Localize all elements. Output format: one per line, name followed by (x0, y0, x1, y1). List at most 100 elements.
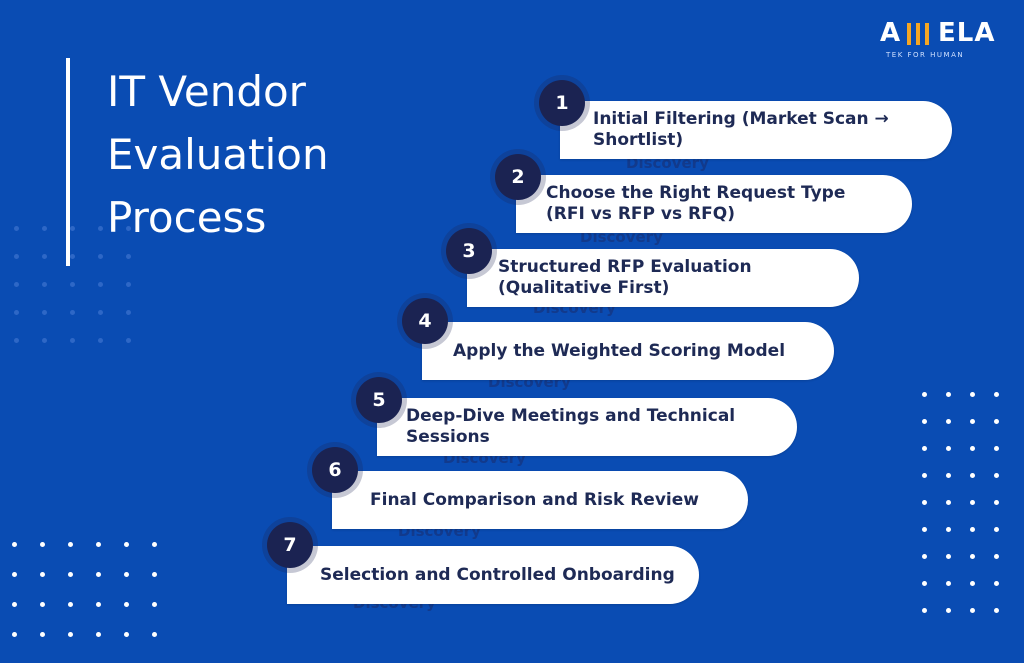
step-title-line-2: Shortlist) (593, 130, 684, 150)
dot (14, 282, 19, 287)
step-card: Selection and Controlled Onboarding (287, 546, 699, 604)
dot (68, 632, 73, 637)
dot (70, 338, 75, 343)
step-text: Deep-Dive Meetings and Technical Session… (377, 406, 735, 448)
dot (14, 226, 19, 231)
title-line-3: Process (107, 193, 267, 242)
dot (152, 632, 157, 637)
logo-letters-ela: ELA (938, 18, 996, 48)
dot (994, 392, 999, 397)
amela-logo: A ELA TEK FOR HUMAN (880, 18, 1000, 62)
dot (40, 572, 45, 577)
step-text: Final Comparison and Risk Review (332, 490, 699, 511)
logo-tagline: TEK FOR HUMAN (886, 51, 965, 59)
dot (994, 419, 999, 424)
dot (42, 226, 47, 231)
dot (946, 446, 951, 451)
dot (124, 602, 129, 607)
dot (946, 581, 951, 586)
dot (970, 392, 975, 397)
dot (970, 608, 975, 613)
dot (970, 419, 975, 424)
step-title-line-2: (RFI vs RFP vs RFQ) (546, 204, 735, 224)
step-text: Apply the Weighted Scoring Model (422, 341, 785, 362)
dot (96, 542, 101, 547)
dot (922, 500, 927, 505)
step-number-badge: 1 (539, 80, 585, 126)
dot (68, 572, 73, 577)
dot (12, 572, 17, 577)
dot (70, 226, 75, 231)
dot (96, 602, 101, 607)
dot (970, 581, 975, 586)
step-text: Selection and Controlled Onboarding (287, 565, 675, 586)
dot (98, 226, 103, 231)
dot (922, 527, 927, 532)
dot (922, 392, 927, 397)
page-title: IT Vendor Evaluation Process (107, 60, 427, 249)
step-card: Deep-Dive Meetings and Technical Session… (377, 398, 797, 456)
step-card: Structured RFP Evaluation (Qualitative F… (467, 249, 859, 307)
dot (994, 500, 999, 505)
dot (126, 282, 131, 287)
dot (12, 542, 17, 547)
title-accent-line (66, 58, 70, 266)
dot (40, 602, 45, 607)
dot (946, 554, 951, 559)
dot (42, 254, 47, 259)
dot (922, 419, 927, 424)
step-card: Initial Filtering (Market Scan → Shortli… (560, 101, 952, 159)
dot (42, 282, 47, 287)
dot (68, 602, 73, 607)
dot (124, 542, 129, 547)
dot (124, 572, 129, 577)
dot (946, 392, 951, 397)
dot (970, 527, 975, 532)
dot (68, 542, 73, 547)
dot (970, 500, 975, 505)
title-line-2: Evaluation (107, 130, 329, 179)
step-card: Final Comparison and Risk Review (332, 471, 748, 529)
dot (946, 527, 951, 532)
dot (126, 310, 131, 315)
step-number-badge: 6 (312, 447, 358, 493)
dot (98, 338, 103, 343)
step-title-line-1: Apply the Weighted Scoring Model (453, 340, 786, 361)
dot (124, 632, 129, 637)
dot (152, 572, 157, 577)
dot (946, 500, 951, 505)
dot (994, 527, 999, 532)
dot (14, 254, 19, 259)
dot (922, 473, 927, 478)
dot (96, 572, 101, 577)
dot (12, 632, 17, 637)
dot (126, 254, 131, 259)
dot (994, 608, 999, 613)
step-number-badge: 4 (402, 298, 448, 344)
dot (42, 310, 47, 315)
step-number-badge: 3 (446, 228, 492, 274)
logo-letter-a: A (880, 18, 902, 48)
step-title-line-2: Sessions (406, 427, 490, 447)
dot (70, 282, 75, 287)
dot (152, 602, 157, 607)
dot (970, 473, 975, 478)
dot (126, 226, 131, 231)
step-title-line-1: Initial Filtering (Market Scan → (593, 109, 889, 129)
step-title-line-1: Structured RFP Evaluation (498, 257, 752, 277)
step-number-badge: 5 (356, 377, 402, 423)
title-line-1: IT Vendor (107, 67, 306, 116)
dot (970, 446, 975, 451)
dot (922, 608, 927, 613)
dot (994, 473, 999, 478)
dot (98, 282, 103, 287)
step-text: Choose the Right Request Type (RFI vs RF… (516, 183, 845, 225)
dot (152, 542, 157, 547)
dot (14, 338, 19, 343)
dot (126, 338, 131, 343)
dot (994, 581, 999, 586)
dot (994, 554, 999, 559)
dot-grid-bottom-left (12, 542, 172, 642)
step-card: Apply the Weighted Scoring Model (422, 322, 834, 380)
